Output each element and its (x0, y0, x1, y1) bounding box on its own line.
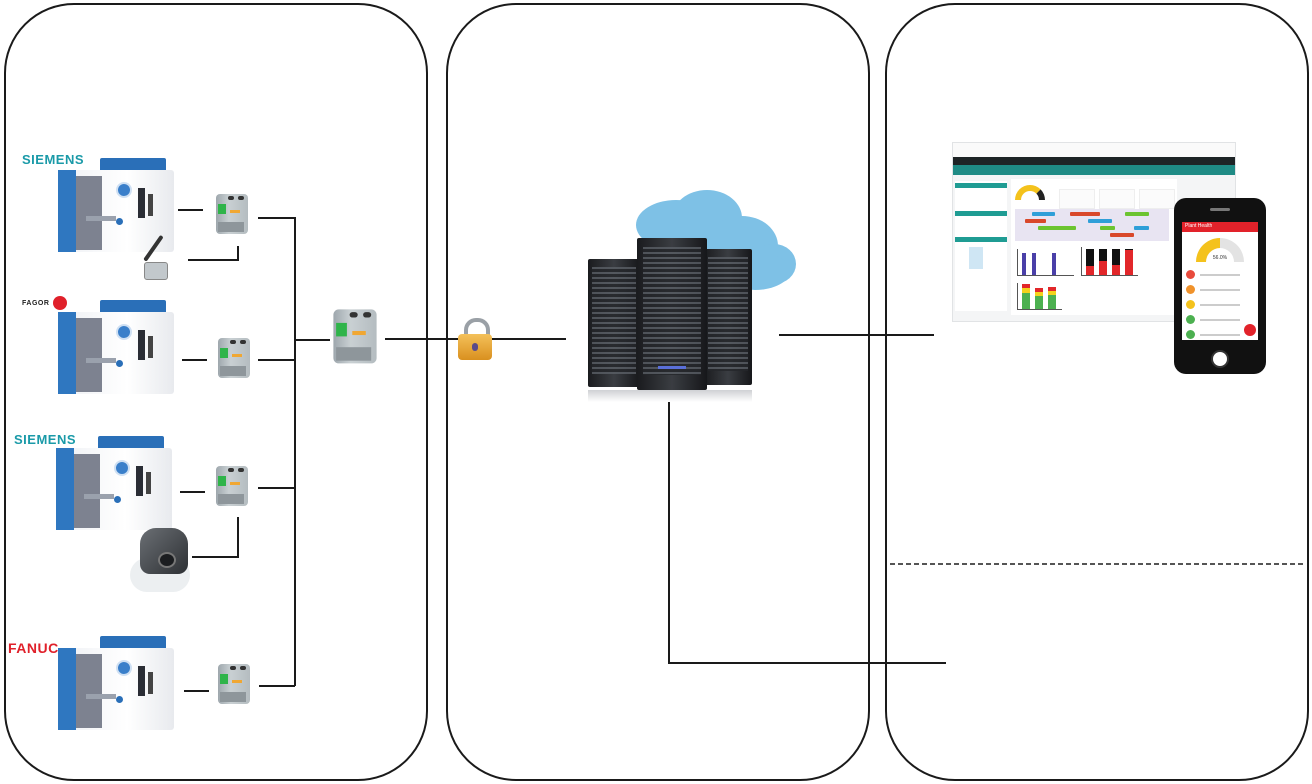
client-apps-panel (885, 3, 1309, 781)
status-dot-icon (1186, 315, 1195, 324)
bar-chart-purple (1017, 249, 1074, 276)
status-dot-icon (1186, 285, 1195, 294)
status-stacked-bar (1035, 288, 1043, 293)
gantt-bar (1069, 212, 1100, 216)
brand-label-siemens-1: SIEMENS (22, 152, 85, 167)
home-button[interactable] (1211, 350, 1229, 368)
app-header-bar: Plant Health (1182, 222, 1258, 232)
browser-chrome (953, 143, 1235, 157)
stacked-bar-red (1086, 265, 1094, 275)
status-dot-icon (1186, 330, 1195, 339)
status-stacked-bar (1022, 288, 1030, 294)
status-stacked-bar (1035, 296, 1043, 309)
status-row[interactable] (1186, 313, 1254, 327)
status-stacked-bar (1048, 290, 1056, 295)
status-dot-icon (1186, 270, 1195, 279)
proximity-sensor-icon (140, 234, 188, 282)
gantt-bar (1099, 226, 1115, 230)
kpi-tile-1 (1059, 189, 1095, 209)
stacked-bar-black (1112, 249, 1120, 265)
phone-gauge-fill (1196, 238, 1220, 262)
stacked-bar-red (1125, 250, 1133, 275)
stacked-chart-red-black (1081, 247, 1138, 276)
status-dot-icon (1186, 300, 1195, 309)
fab-button[interactable] (1244, 324, 1256, 336)
kpi-tile-2 (1099, 189, 1135, 209)
gantt-bar (1110, 233, 1134, 237)
edge-gateway-3 (212, 462, 252, 510)
status-stacked-bar (1048, 286, 1056, 291)
status-stacked-bar (1035, 292, 1043, 296)
status-row-text (1200, 289, 1240, 291)
edge-gateway-1 (212, 190, 252, 238)
edge-gateway-2 (214, 334, 254, 382)
purple-bar (1032, 253, 1036, 275)
dashboard-gauge (1015, 185, 1045, 200)
brand-label-fanuc: FANUC (8, 640, 59, 656)
status-row-text (1200, 274, 1240, 276)
status-row[interactable] (1186, 283, 1254, 297)
rotary-encoder-icon (130, 528, 194, 594)
status-row[interactable] (1186, 268, 1254, 282)
stacked-bar-red (1112, 264, 1120, 275)
stacked-bar-black (1086, 249, 1094, 266)
gantt-chart (1015, 209, 1169, 241)
dashboard-nav-bar (953, 165, 1235, 175)
dashboard-main (1011, 179, 1177, 315)
status-stacked-bar (1022, 284, 1030, 289)
phone-speaker (1210, 208, 1230, 211)
status-row-text (1200, 319, 1240, 321)
stacked-bar-black (1099, 249, 1107, 261)
purple-bar (1022, 253, 1026, 275)
brand-label-siemens-2: SIEMENS (14, 432, 77, 447)
fagor-logo-icon (53, 296, 68, 310)
purple-bar (1052, 253, 1056, 275)
gantt-bar (1032, 212, 1055, 216)
stacked-bar-black (1125, 249, 1133, 251)
status-row[interactable] (1186, 298, 1254, 312)
cnc-machine-3 (56, 436, 176, 536)
status-stacked-bar (1022, 293, 1030, 309)
padlock-icon (458, 318, 492, 360)
gantt-bar (1125, 212, 1149, 216)
smartphone-app: Plant Health 56.0% (1174, 198, 1266, 374)
fagor-text: FAGOR (22, 299, 50, 307)
phone-screen: Plant Health 56.0% (1182, 222, 1258, 340)
edge-gateway-4 (214, 660, 254, 708)
stacked-bar-red (1099, 260, 1107, 275)
brand-label-fagor: FAGOR (22, 296, 68, 310)
phone-gauge-value: 56.0% (1212, 255, 1228, 261)
gantt-bar (1024, 219, 1046, 223)
cnc-machine-2 (58, 300, 178, 400)
dashboard-sidebar (955, 181, 1007, 311)
aggregator-gateway (328, 304, 382, 369)
kpi-tile-3 (1139, 189, 1175, 209)
status-row-text (1200, 334, 1240, 336)
dashboard-header (953, 157, 1235, 165)
cnc-machine-1 (58, 158, 178, 258)
app-header-title: Plant Health (1185, 223, 1213, 229)
cnc-machine-4 (58, 636, 178, 736)
status-row[interactable] (1186, 328, 1254, 340)
gantt-bar (1134, 226, 1149, 230)
gantt-bar (1038, 226, 1076, 230)
status-stacked-bar (1048, 294, 1056, 309)
stacked-chart-status (1017, 283, 1062, 310)
gantt-bar (1087, 219, 1112, 223)
status-row-text (1200, 304, 1240, 306)
